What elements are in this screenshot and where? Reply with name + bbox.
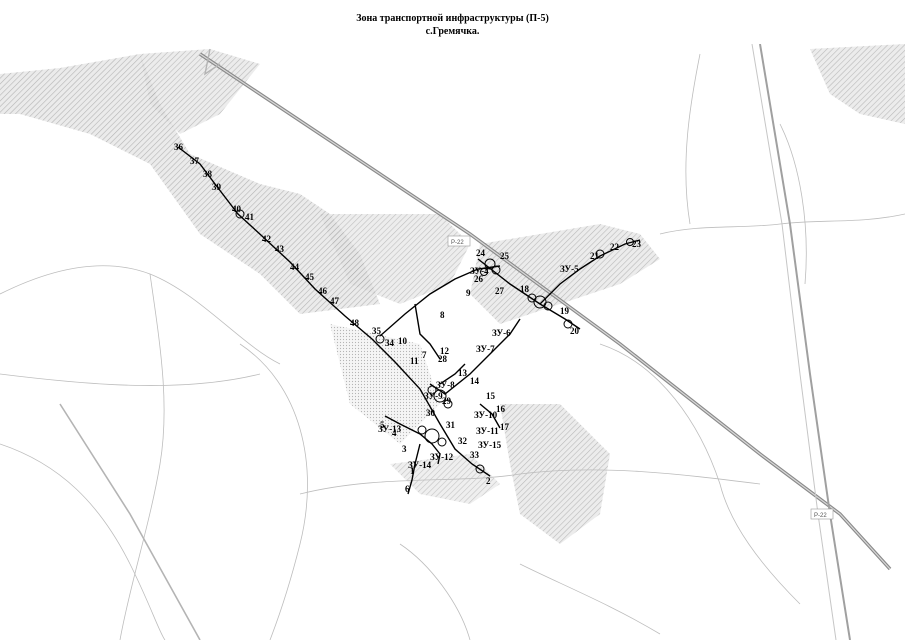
side-road-top — [203, 48, 221, 76]
parcel-label: ЗУ-15 — [478, 440, 502, 450]
point-label: 38 — [203, 169, 213, 179]
point-label: 18 — [520, 284, 530, 294]
parcel-label: ЗУ-13 — [378, 424, 402, 434]
parcel-label: ЗУ-11 — [476, 426, 499, 436]
point-label: 22 — [610, 242, 620, 252]
point-label: 32 — [458, 436, 468, 446]
hatched-area-ne-corner — [810, 44, 905, 124]
boundary-east — [539, 239, 641, 305]
point-label: 28 — [438, 354, 448, 364]
boundary-south-loop — [429, 318, 521, 395]
point-label: 16 — [496, 404, 506, 414]
point-label: 13 — [458, 368, 468, 378]
boundary-center-branch — [379, 265, 501, 337]
hatched-area-nw — [0, 54, 380, 314]
hatched-area-top-left — [140, 49, 260, 134]
point-label: 45 — [305, 272, 315, 282]
boundary-southwest — [407, 443, 421, 495]
parcel-label: ЗУ-5 — [560, 264, 579, 274]
railway-line — [759, 44, 851, 640]
boundary-inner-c — [414, 303, 441, 360]
point-label: 3 — [402, 444, 407, 454]
point-label: 14 — [470, 376, 480, 386]
point-label: 1 — [410, 466, 415, 476]
point-label: 46 — [318, 286, 328, 296]
point-label: 24 — [476, 248, 486, 258]
point-label: 31 — [446, 420, 456, 430]
point-label: 36 — [174, 142, 184, 152]
parcel-label: ЗУ-7 — [476, 344, 495, 354]
boundary-main-diagonal — [177, 146, 491, 477]
point-label: 39 — [212, 182, 222, 192]
map-title-block: Зона транспортной инфраструктуры (П-5) с… — [0, 12, 905, 38]
point-label: 5 — [380, 420, 385, 430]
side-road-west — [59, 403, 201, 640]
hatched-area-bottom — [390, 454, 500, 504]
point-label: 41 — [245, 212, 255, 222]
point-label: 23 — [632, 239, 642, 249]
point-label: 34 — [385, 338, 395, 348]
hatched-area-lower-left — [330, 324, 440, 444]
road-label-p22-south: Р-22 — [814, 513, 827, 519]
road-labels: Р-22 Р-22 — [447, 235, 834, 520]
point-label: 27 — [495, 286, 505, 296]
point-label: 37 — [190, 156, 200, 166]
point-label: 21 — [590, 251, 600, 261]
parcel-label: ЗУ-9 — [424, 391, 443, 401]
contour-lines — [0, 53, 905, 640]
point-label: 2 — [486, 476, 491, 486]
zone-boundaries — [177, 146, 641, 495]
point-label: 26 — [474, 274, 484, 284]
point-label: 20 — [570, 326, 580, 336]
point-label: 19 — [560, 306, 570, 316]
point-labels: 36 37 38 39 40 41 42 43 44 45 46 47 48 1… — [174, 142, 642, 494]
point-label: 40 — [232, 204, 242, 214]
parcel-label: ЗУ-6 — [492, 328, 511, 338]
parcel-label: ЗУ-8 — [436, 380, 455, 390]
point-label: 9 — [466, 288, 471, 298]
point-label: 17 — [500, 422, 510, 432]
point-label: 7 — [422, 350, 427, 360]
parcel-label: ЗУ-12 — [430, 452, 454, 462]
point-label: 42 — [262, 234, 272, 244]
parcel-label: ЗУ-14 — [408, 460, 432, 470]
parcel-labels: ЗУ-4 ЗУ-5 ЗУ-6 ЗУ-7 ЗУ-8 ЗУ-9 ЗУ-10 ЗУ-1… — [378, 264, 579, 470]
point-label: 15 — [486, 391, 496, 401]
highway — [59, 44, 892, 640]
point-label: 30 — [426, 408, 436, 418]
point-label: 35 — [372, 326, 382, 336]
hatched-areas — [0, 44, 905, 544]
point-label: 8 — [440, 310, 445, 320]
boundary-inner-b — [479, 403, 501, 429]
parcel-label: ЗУ-10 — [474, 410, 498, 420]
point-label: 43 — [275, 244, 285, 254]
point-label: 4 — [392, 428, 397, 438]
point-label: 25 — [500, 251, 510, 261]
cadastral-map: Р-22 Р-22 36 37 38 39 40 41 42 43 44 45 — [0, 44, 905, 640]
point-label: 47 — [330, 296, 340, 306]
hatched-area-center — [320, 214, 470, 304]
point-label: 44 — [290, 262, 300, 272]
point-label: 12 — [440, 346, 450, 356]
point-label: 10 — [398, 336, 408, 346]
road-label-p22-north: Р-22 — [451, 240, 464, 246]
map-title: Зона транспортной инфраструктуры (П-5) — [356, 13, 549, 24]
hatched-area-south — [500, 404, 610, 544]
point-label: 33 — [470, 450, 480, 460]
point-label: 48 — [350, 318, 360, 328]
map-subtitle: с.Гремячка. — [425, 26, 480, 37]
parcel-label: ЗУ-4 — [470, 266, 489, 276]
point-label: 11 — [410, 356, 419, 366]
hatched-area-east — [470, 224, 660, 324]
point-label: 6 — [405, 484, 410, 494]
vertex-clusters — [235, 209, 634, 474]
boundary-inner-a — [439, 363, 466, 385]
point-label: 29 — [442, 396, 452, 406]
